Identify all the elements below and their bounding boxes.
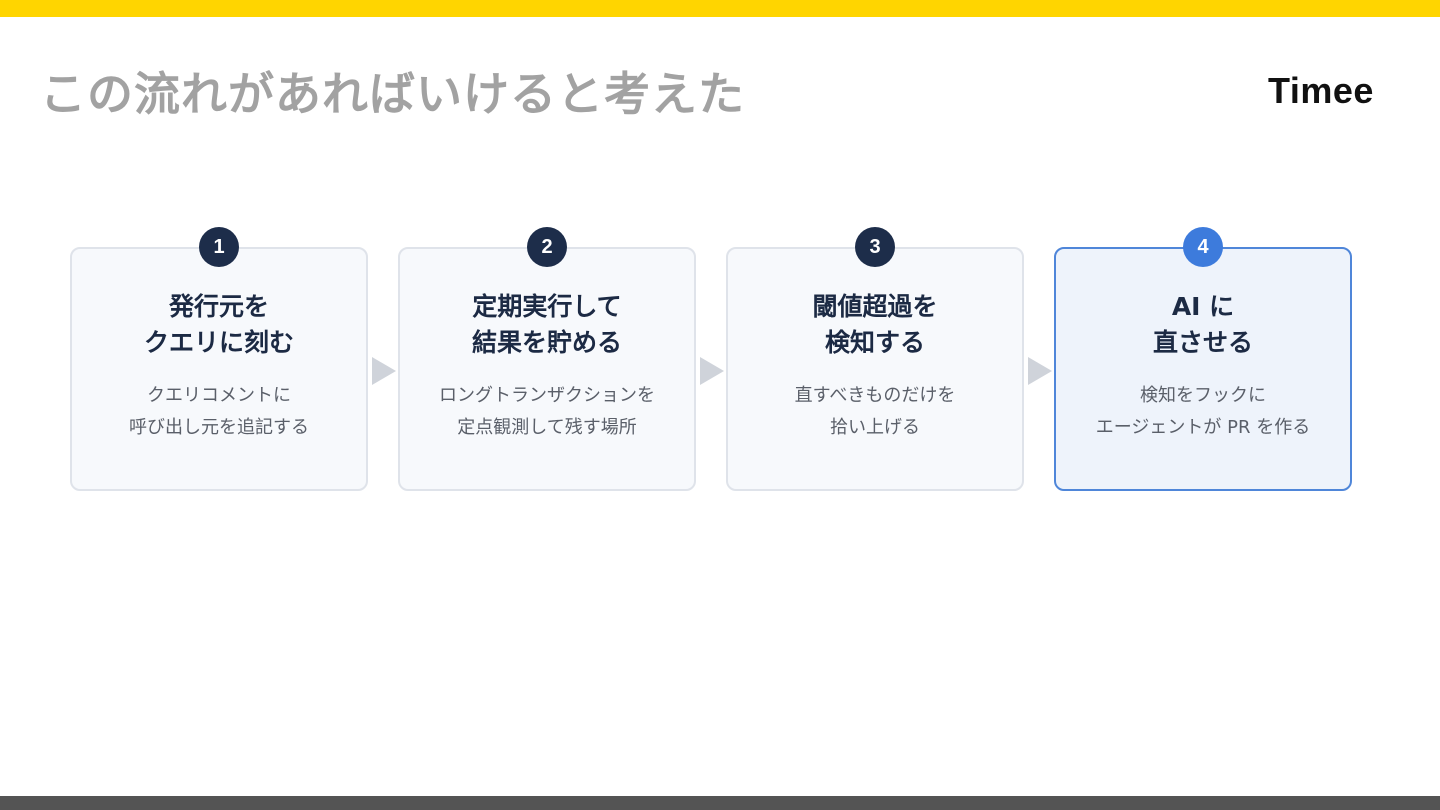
slide-title: この流れがあればいけると考えた	[40, 67, 745, 121]
step-description: 直すべきものだけを 拾い上げる	[728, 380, 1022, 444]
step-number-badge: 1	[199, 227, 239, 267]
step-card-3: 3 閾値超過を 検知する 直すべきものだけを 拾い上げる	[726, 227, 1024, 491]
step-card-2: 2 定期実行して 結果を貯める ロングトランザクションを 定点観測して残す場所	[398, 227, 696, 491]
step-number-badge: 3	[855, 227, 895, 267]
step-description: クエリコメントに 呼び出し元を追記する	[72, 380, 366, 444]
step-title: 発行元を クエリに刻む	[72, 289, 366, 361]
step-description-line: エージェントが PR を作る	[1095, 417, 1311, 438]
step-description-line: クエリコメントに	[147, 385, 291, 406]
arrow-right-icon	[1028, 357, 1052, 385]
step-title-line: AI に	[1171, 292, 1235, 321]
step-title-line: 直させる	[1152, 328, 1253, 357]
step-description-line: ロングトランザクションを	[439, 385, 655, 406]
step-number-badge: 2	[527, 227, 567, 267]
step-title-line: 結果を貯める	[471, 328, 622, 357]
bottom-footer-bar	[0, 796, 1440, 810]
step-title-line: 発行元を	[168, 292, 269, 321]
step-title-line: クエリに刻む	[143, 328, 294, 357]
step-title-line: 閾値超過を	[812, 292, 938, 321]
step-title-line: 定期実行して	[472, 292, 622, 321]
step-title: 閾値超過を 検知する	[728, 289, 1022, 361]
top-accent-bar	[0, 0, 1440, 17]
timee-logo: Timee	[1268, 70, 1374, 111]
step-card-4: 4 AI に 直させる 検知をフックに エージェントが PR を作る	[1054, 227, 1352, 491]
step-title-line: 検知する	[824, 328, 925, 357]
arrow-right-icon	[372, 357, 396, 385]
step-description-line: 拾い上げる	[830, 417, 920, 438]
step-description-line: 直すべきものだけを	[794, 385, 956, 406]
step-description: 検知をフックに エージェントが PR を作る	[1056, 380, 1350, 444]
step-title: AI に 直させる	[1056, 289, 1350, 361]
step-card-1: 1 発行元を クエリに刻む クエリコメントに 呼び出し元を追記する	[70, 227, 368, 491]
step-description-line: 検知をフックに	[1140, 385, 1266, 406]
step-description-line: 呼び出し元を追記する	[129, 417, 309, 438]
step-title: 定期実行して 結果を貯める	[400, 289, 694, 361]
step-number-badge: 4	[1183, 227, 1223, 267]
step-description-line: 定点観測して残す場所	[457, 417, 637, 438]
arrow-right-icon	[700, 357, 724, 385]
step-description: ロングトランザクションを 定点観測して残す場所	[400, 380, 694, 444]
